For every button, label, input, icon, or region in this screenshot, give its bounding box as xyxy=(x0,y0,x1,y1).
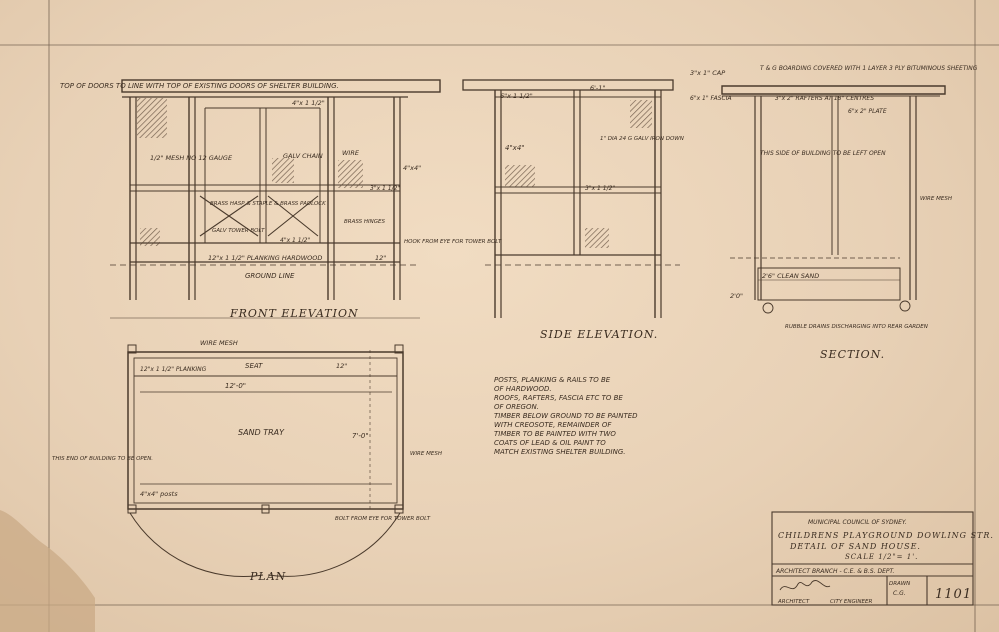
general-note-2: ROOFS, RAFTERS, FASCIA ETC TO BE xyxy=(494,394,623,402)
plan-note-6: 7'-0" xyxy=(352,432,369,440)
front-note-1: 1/2" MESH NO 12 GAUGE xyxy=(150,154,233,162)
title-architect-label: ARCHITECT xyxy=(777,599,810,605)
section-note-4: 6"x 2" PLATE xyxy=(848,108,887,115)
section-view xyxy=(721,85,946,314)
title-authority: MUNICIPAL COUNCIL OF SYDNEY. xyxy=(808,519,907,526)
section-note-9: RUBBLE DRAINS DISCHARGING INTO REAR GARD… xyxy=(785,324,928,330)
front-elevation xyxy=(110,79,441,319)
title-line-2: DETAIL OF SAND HOUSE. xyxy=(789,542,921,551)
section-note-5: THIS SIDE OF BUILDING TO BE LEFT OPEN xyxy=(760,150,886,157)
general-note-4: TIMBER BELOW GROUND TO BE PAINTED xyxy=(494,412,638,420)
front-note-13: 12" xyxy=(375,254,386,262)
front-note-9: 3"x 1 1/2" xyxy=(370,185,400,192)
plan-note-0: WIRE MESH xyxy=(200,339,238,347)
section-note-3: 3"x 2" RAFTERS AT 18" CENTRES xyxy=(775,95,874,102)
section-note-0: 3"x 1" CAP xyxy=(690,69,725,77)
side-elevation xyxy=(462,79,680,318)
front-note-12: 12"x 1 1/2" PLANKING HARDWOOD xyxy=(208,254,322,262)
front-note-6: BRASS HASP & STAPLE & BRASS PADLOCK xyxy=(210,201,326,207)
front-note-7: GALV TOWER BOLT xyxy=(212,228,265,234)
section-note-2: 6"x 1" FASCIA xyxy=(690,95,732,102)
plan-note-10: BOLT FROM EYE FOR TOWER BOLT xyxy=(335,516,431,522)
side-note-0: 6"x 1 1/2" xyxy=(500,92,533,100)
plan-note-3: 12" xyxy=(336,362,347,370)
plan-note-1: 12"x 1 1/2" PLANKING xyxy=(140,366,207,373)
front-note-4: 4"x 1 1/2" xyxy=(292,99,325,107)
plan-note-7: THIS END OF BUILDING TO BE OPEN. xyxy=(52,456,153,462)
general-note-6: TIMBER TO BE PAINTED WITH TWO xyxy=(494,430,616,438)
side-note-3: 1" DIA 24 G GALV IRON DOWN xyxy=(600,136,684,142)
side-note-4: 3"x 1 1/2" xyxy=(585,185,615,192)
annotations: TOP OF DOORS TO LINE WITH TOP OF EXISTIN… xyxy=(52,65,994,605)
front-note-8: BRASS HINGES xyxy=(344,219,386,225)
torn-corner xyxy=(0,510,95,632)
front-note-5: 4"x4" xyxy=(403,164,421,172)
section-note-1: T & G BOARDING COVERED WITH 1 LAYER 3 PL… xyxy=(760,65,978,72)
general-note-3: OF OREGON. xyxy=(494,403,539,411)
title-sheet-number: 1101 xyxy=(935,587,972,602)
section-note-8: 2'0" xyxy=(730,292,743,300)
title-scale: SCALE 1/2"= 1'. xyxy=(845,553,918,561)
plan-view xyxy=(127,344,404,577)
plan-note-9: 4"x4" posts xyxy=(140,490,178,498)
title-engineer-label: CITY ENGINEER xyxy=(830,599,872,605)
general-note-7: COATS OF LEAD & OIL PAINT TO xyxy=(494,439,606,447)
front-note-3: WIRE xyxy=(342,149,360,157)
side-note-2: 4"x4" xyxy=(505,144,525,152)
front-note-14: GROUND LINE xyxy=(245,272,295,280)
front-note-11: HOOK FROM EYE FOR TOWER BOLT xyxy=(404,239,502,245)
title-branch: ARCHITECT BRANCH - C.E. & B.S. DEPT. xyxy=(775,568,894,575)
plan-note-8: WIRE MESH xyxy=(410,451,442,457)
front-note-2: GALV CHAIN xyxy=(283,152,323,160)
side-note-1: 6'-1" xyxy=(590,84,605,92)
general-note-1: OF HARDWOOD. xyxy=(494,385,552,393)
side-elevation-title: SIDE ELEVATION. xyxy=(540,328,658,341)
section-note-6: WIRE MESH xyxy=(920,196,952,202)
plan-note-5: SAND TRAY xyxy=(238,428,285,437)
front-elevation-title: FRONT ELEVATION xyxy=(229,307,359,320)
plan-title: PLAN xyxy=(249,570,286,583)
signature xyxy=(779,580,831,591)
plan-note-2: SEAT xyxy=(245,362,263,370)
general-note-0: POSTS, PLANKING & RAILS TO BE xyxy=(494,376,611,384)
section-title: SECTION. xyxy=(820,348,885,361)
general-note-5: WITH CREOSOTE, REMAINDER OF xyxy=(494,421,612,429)
front-note-10: 4"x 1 1/2" xyxy=(280,237,310,244)
title-drawn-value: C.G. xyxy=(893,590,906,597)
section-note-7: 2'6" CLEAN SAND xyxy=(762,272,819,280)
front-note-0: TOP OF DOORS TO LINE WITH TOP OF EXISTIN… xyxy=(60,82,339,90)
title-line-1: CHILDRENS PLAYGROUND DOWLING STR. xyxy=(778,531,994,540)
title-block-frame xyxy=(771,511,974,606)
title-drawn-label: DRAWN xyxy=(889,581,910,587)
plan-note-4: 12'-0" xyxy=(225,382,246,390)
general-note-8: MATCH EXISTING SHELTER BUILDING. xyxy=(494,448,626,456)
